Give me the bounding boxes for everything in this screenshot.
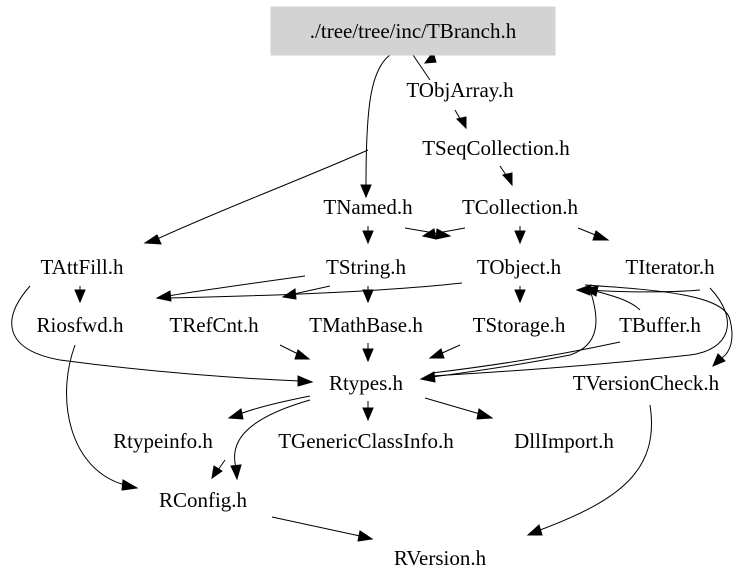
arrowhead bbox=[211, 465, 223, 480]
node-titerator[interactable]: TIterator.h bbox=[625, 255, 715, 279]
node-tbuffer[interactable]: TBuffer.h bbox=[619, 313, 701, 337]
edge-tstring-trefcnt bbox=[293, 285, 331, 295]
edge-tobject-rtypes bbox=[431, 289, 597, 378]
edge-titerator-rtypes bbox=[431, 287, 728, 377]
node-rtypeinfo[interactable]: Rtypeinfo.h bbox=[113, 429, 213, 453]
node-rconfig[interactable]: RConfig.h bbox=[159, 488, 248, 512]
edge-group bbox=[11, 50, 733, 542]
arrowhead bbox=[712, 353, 726, 367]
edge-tbranch-tnamed bbox=[365, 54, 391, 186]
arrowhead bbox=[362, 289, 374, 304]
arrowhead bbox=[227, 408, 244, 420]
node-trefcnt[interactable]: TRefCnt.h bbox=[169, 313, 259, 337]
edge-tstring-riosfwd bbox=[167, 275, 306, 297]
arrowhead bbox=[456, 116, 467, 130]
arrowhead bbox=[476, 408, 494, 420]
arrowhead bbox=[502, 172, 513, 187]
node-tobject[interactable]: TObject.h bbox=[477, 255, 562, 279]
edge-tattfill-rtypes bbox=[11, 285, 301, 382]
arrowhead bbox=[121, 479, 139, 491]
node-rtypes[interactable]: Rtypes.h bbox=[329, 371, 404, 395]
arrowhead bbox=[360, 184, 372, 199]
node-tobjarray[interactable]: TObjArray.h bbox=[406, 78, 514, 102]
arrowhead bbox=[514, 289, 526, 304]
node-tversioncheck[interactable]: TVersionCheck.h bbox=[573, 371, 720, 395]
edge-rtypes-rtypeinfo bbox=[239, 395, 311, 415]
arrowhead bbox=[514, 230, 526, 245]
arrowhead bbox=[294, 349, 311, 360]
node-group: ./tree/tree/inc/TBranch.h TObjArray.h TS… bbox=[37, 6, 720, 570]
node-tseqcollection[interactable]: TSeqCollection.h bbox=[422, 136, 570, 160]
arrowhead bbox=[362, 407, 374, 422]
root-node-box[interactable] bbox=[270, 6, 556, 56]
edge-tbranch-tattfill bbox=[154, 149, 369, 241]
arrowhead bbox=[526, 524, 543, 536]
edge-rconfig-rversion bbox=[271, 516, 361, 537]
arrowhead bbox=[362, 348, 374, 363]
arrowhead bbox=[421, 228, 437, 240]
edge-rtypeinfo-rconfig bbox=[217, 459, 226, 471]
node-tcollection[interactable]: TCollection.h bbox=[462, 195, 579, 219]
arrowhead bbox=[230, 464, 242, 481]
edge-rtypes-dllimport bbox=[424, 397, 481, 415]
node-tnamed[interactable]: TNamed.h bbox=[323, 195, 413, 219]
edge-tversioncheck-rversion bbox=[539, 404, 652, 531]
node-riosfwd[interactable]: Riosfwd.h bbox=[37, 313, 124, 337]
arrowhead bbox=[362, 230, 374, 245]
node-tbranch[interactable]: ./tree/tree/inc/TBranch.h bbox=[310, 19, 517, 43]
arrowhead bbox=[419, 371, 436, 383]
node-tgenericclassinfo[interactable]: TGenericClassInfo.h bbox=[278, 429, 454, 453]
arrowhead bbox=[74, 289, 86, 304]
edge-riosfwd-rconfig bbox=[66, 344, 126, 486]
edge-tcollection-tstring bbox=[431, 227, 466, 235]
edge-titerator-tobject bbox=[589, 289, 701, 293]
arrowhead bbox=[357, 530, 374, 542]
arrowhead bbox=[592, 230, 610, 241]
arrowhead bbox=[435, 228, 452, 240]
edge-tbranch-tobjarray bbox=[412, 54, 431, 81]
edge-tbuffer-tobject bbox=[594, 290, 641, 311]
edge-tobject-riosfwd bbox=[167, 282, 463, 299]
node-rversion[interactable]: RVersion.h bbox=[394, 546, 487, 570]
arrowhead bbox=[582, 285, 599, 297]
arrowhead bbox=[297, 375, 314, 387]
node-tattfill[interactable]: TAttFill.h bbox=[41, 255, 124, 279]
node-dllimport[interactable]: DllImport.h bbox=[514, 429, 614, 453]
node-tmathbase[interactable]: TMathBase.h bbox=[309, 313, 423, 337]
node-tstorage[interactable]: TStorage.h bbox=[473, 313, 566, 337]
edge-rtypes-rconfig bbox=[234, 399, 311, 469]
node-tstring[interactable]: TString.h bbox=[326, 255, 406, 279]
arrowhead bbox=[155, 290, 172, 302]
edge-tbuffer-rtypes bbox=[431, 341, 621, 374]
edge-tstorage-rtypes bbox=[439, 344, 461, 355]
arrowhead bbox=[428, 348, 445, 359]
arrowhead bbox=[143, 234, 162, 245]
